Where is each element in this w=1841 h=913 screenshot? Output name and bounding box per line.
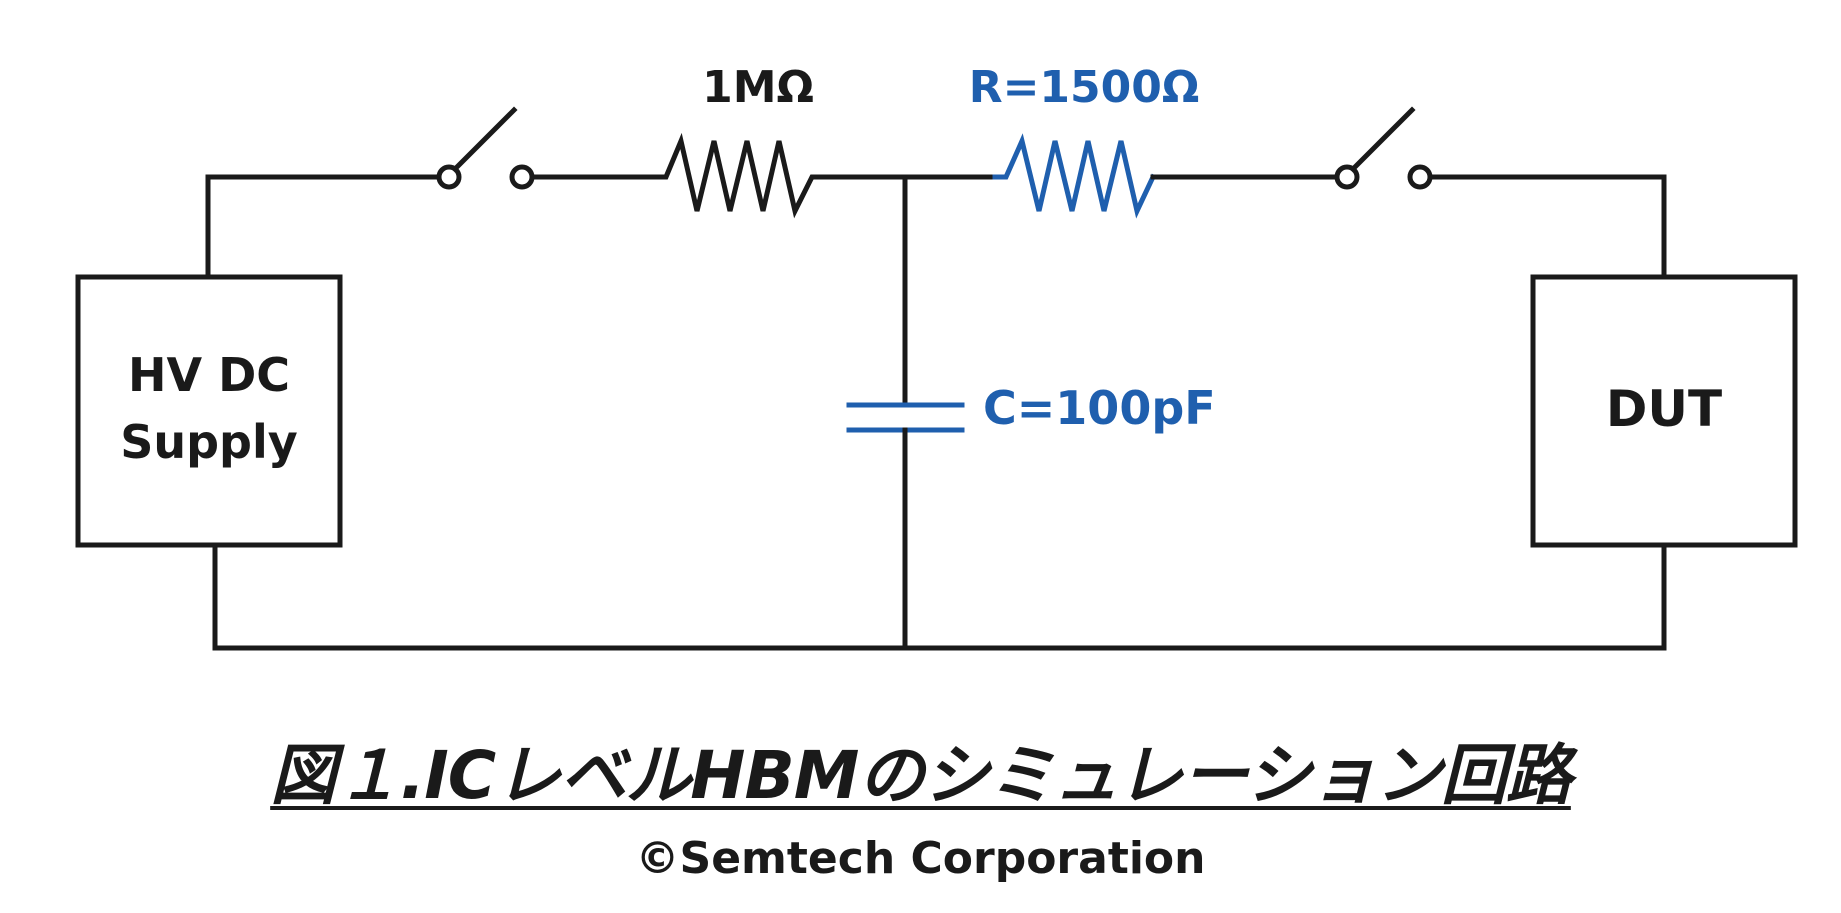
- resistor-1mohm: [652, 132, 908, 219]
- wire-bottom-return: [212, 542, 1667, 651]
- resistor-1500ohm: [992, 133, 1157, 219]
- copyright-text: ©Semtech Corporation: [635, 833, 1206, 884]
- switch-2-terminal-b: [1407, 164, 1433, 190]
- switch-1-blade: [451, 106, 518, 173]
- hv-dc-supply-label-line1: HV DC: [128, 348, 290, 402]
- figure-caption: 図１.ICレベルHBMのシミュレーション回路: [270, 737, 1572, 814]
- switch-2-blade: [1349, 106, 1416, 173]
- switch-1-terminal-a: [436, 164, 462, 190]
- dut-label: DUT: [1606, 380, 1722, 438]
- switch-2-terminal-a: [1334, 164, 1360, 190]
- wire-top-left: [205, 174, 449, 280]
- hv-dc-supply-box: [75, 274, 343, 548]
- resistor-1mohm-label: 1MΩ: [702, 62, 814, 113]
- resistor-1500ohm-label: R=1500Ω: [969, 62, 1200, 113]
- hv-dc-supply-label-line2: Supply: [120, 415, 298, 469]
- switch-1-terminal-b: [509, 164, 535, 190]
- capacitor-label: C=100pF: [983, 381, 1216, 435]
- wire-switch2-to-dut: [1428, 174, 1667, 280]
- hbm-circuit-diagram: HV DC Supply DUT 1MΩ C=100pF R=1500Ω: [75, 62, 1798, 651]
